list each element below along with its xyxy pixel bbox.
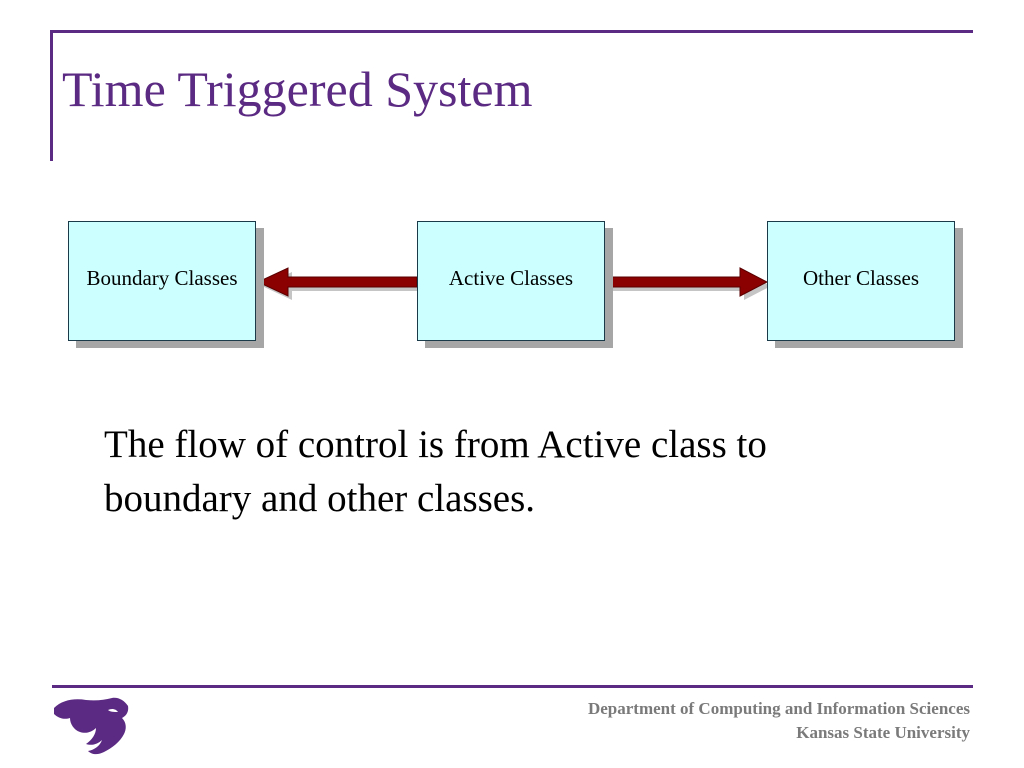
node-active-classes: Active Classes [417, 221, 605, 341]
footer: Department of Computing and Information … [588, 697, 970, 745]
left-rule [50, 30, 53, 161]
bottom-rule [52, 685, 973, 688]
wildcat-logo-icon [54, 697, 129, 755]
node-label-active: Active Classes [448, 265, 574, 290]
arrow-active-to-other [604, 267, 771, 300]
node-other-classes: Other Classes [767, 221, 955, 341]
footer-department: Department of Computing and Information … [587, 699, 970, 718]
node-boundary-classes: Boundary Classes [68, 221, 256, 341]
node-label-other: Other Classes [802, 265, 920, 290]
slide-title: Time Triggered System [62, 61, 533, 117]
footer-university: Kansas State University [796, 723, 970, 742]
node-label-boundary: Boundary Classes [86, 265, 238, 290]
body-text: The flow of control is from Active class… [104, 423, 767, 520]
top-rule [50, 30, 973, 33]
arrow-active-to-boundary [256, 267, 421, 300]
